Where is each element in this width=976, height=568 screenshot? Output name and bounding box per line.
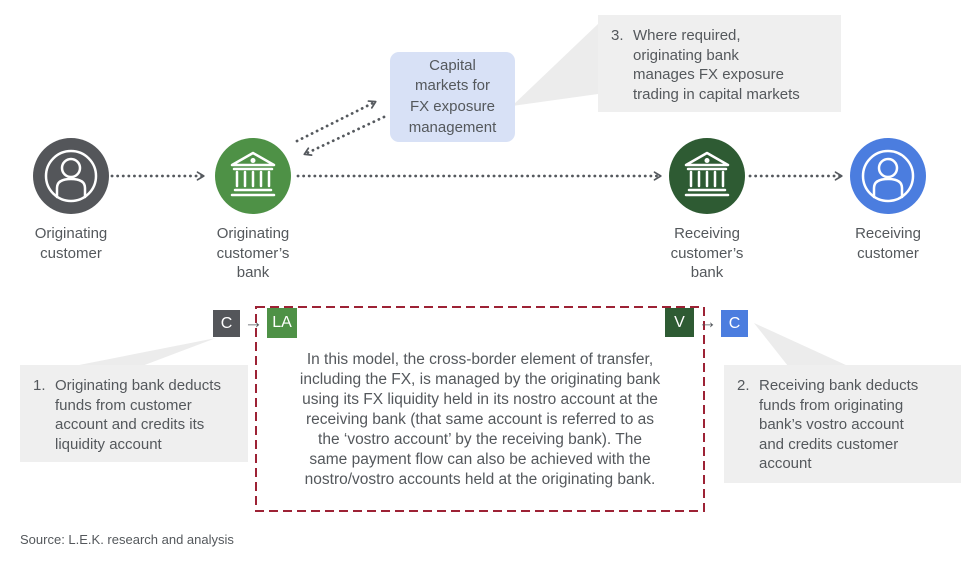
badge-vostro-account: V (665, 308, 694, 337)
note-1: 1. Originating bank deducts funds from c… (20, 365, 248, 462)
arrow-right-icon: → (698, 312, 717, 333)
note-text: Originating bank deducts funds from cust… (55, 377, 221, 453)
arrow-right-icon: → (244, 312, 263, 333)
node-label: Originating customer (34, 225, 108, 262)
note-tail (512, 24, 598, 106)
capital-markets-box: Capital markets for FX exposure manageme… (390, 52, 515, 142)
bank-icon (669, 138, 745, 214)
receiving-customers-bank-node: Receiving customer’s bank (637, 138, 777, 283)
note-tail (754, 323, 848, 366)
bank-icon (215, 138, 291, 214)
source-text: Source: L.E.K. research and analysis (20, 532, 234, 547)
node-label: Originating customer’s bank (216, 225, 290, 281)
note-tail (74, 338, 216, 366)
node-label: Receiving customer’s bank (670, 225, 744, 281)
person-icon (850, 138, 926, 214)
note-2: 2. Receiving bank deducts funds from ori… (724, 365, 961, 483)
badge-customer-account: C (213, 310, 240, 337)
model-description-box: In this model, the cross-border element … (299, 351, 661, 488)
badge-liquidity-account: LA (267, 308, 297, 338)
note-number: 3. (611, 27, 624, 44)
dotted-arrow (295, 100, 377, 143)
note-number: 1. (33, 377, 46, 394)
originating-customers-bank-node: Originating customer’s bank (183, 138, 323, 283)
note-text: Receiving bank deducts funds from origin… (759, 377, 919, 472)
person-icon (33, 138, 109, 214)
receiving-customer-node: Receiving customer (818, 138, 958, 263)
dashed-model-border (255, 306, 705, 512)
badge-receiving-customer-account: C (721, 310, 748, 337)
note-text: Where required, originating bank manages… (633, 27, 800, 103)
note-number: 2. (737, 377, 750, 394)
dotted-arrow (303, 115, 386, 156)
node-label: Receiving customer (855, 225, 921, 262)
originating-customer-node: Originating customer (1, 138, 141, 263)
note-3: 3. Where required, originating bank mana… (598, 15, 841, 112)
